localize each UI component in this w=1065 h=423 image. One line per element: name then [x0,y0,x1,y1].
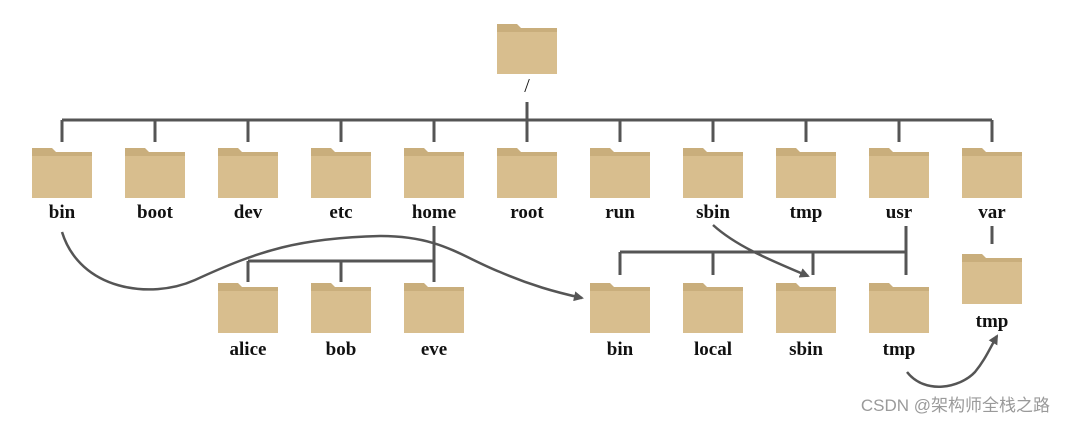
symlink-arrows [60,224,999,388]
folder-icon [404,283,464,333]
folder-icon [776,283,836,333]
folder-icon [497,148,557,198]
folder-icon [125,148,185,198]
folder-home-alice: alice [218,283,278,360]
folder-label: boot [137,202,174,223]
folder-root: root [497,148,557,223]
folder-label: bin [607,339,634,360]
folder-label: tmp [976,311,1009,332]
symlink-arrow-bin [60,231,584,302]
folder-label: bin [49,202,76,223]
folder-icon [776,148,836,198]
folder-tmp: tmp [776,148,836,223]
folder-icon [962,254,1022,304]
folder-boot: boot [125,148,185,223]
symlink-arrow-sbin [712,224,810,278]
folder-icon [869,283,929,333]
folder-bin: bin [32,148,92,223]
folder-label: eve [421,339,447,360]
folder-var-tmp: tmp [962,254,1022,332]
folder-icon [218,283,278,333]
folder-label: / [524,75,530,97]
folder-usr-sbin: sbin [776,283,836,360]
folder-home-bob: bob [311,283,371,360]
folder-icon [869,148,929,198]
folder-usr: usr [869,148,929,223]
folder-label: usr [886,202,913,223]
symlink-arrow-tmp [906,334,999,388]
folder-icon [497,24,557,74]
folder-icon [683,283,743,333]
folder-root: / [497,24,557,97]
folder-icon [311,148,371,198]
folder-label: local [694,339,732,360]
folder-icon [590,148,650,198]
folder-usr-tmp: tmp [869,283,929,360]
folder-icon [590,283,650,333]
folder-label: run [605,202,635,223]
folder-label: tmp [790,202,823,223]
folder-icon [404,148,464,198]
folder-label: alice [230,339,267,360]
folder-icon [218,148,278,198]
folder-sbin: sbin [683,148,743,223]
folder-icon [962,148,1022,198]
folder-run: run [590,148,650,223]
folder-label: sbin [696,202,730,223]
folder-label: dev [234,202,263,223]
folder-icon [683,148,743,198]
folder-label: root [510,202,544,223]
folder-etc: etc [311,148,371,223]
folder-label: bob [326,339,357,360]
folder-label: var [978,202,1006,223]
folder-home: home [404,148,464,223]
folder-usr-bin: bin [590,283,650,360]
folder-label: sbin [789,339,823,360]
folder-usr-local: local [683,283,743,360]
folders: / bin boot dev etc home root run sbin tmp usr var al… [32,24,1022,360]
tree-connectors [60,102,994,282]
folder-dev: dev [218,148,278,223]
watermark: CSDN @架构师全栈之路 [861,396,1050,415]
folder-label: etc [329,202,352,223]
folder-icon [311,283,371,333]
folder-label: tmp [883,339,916,360]
folder-icon [32,148,92,198]
folder-home-eve: eve [404,283,464,360]
folder-label: home [412,202,456,223]
folder-var: var [962,148,1022,223]
